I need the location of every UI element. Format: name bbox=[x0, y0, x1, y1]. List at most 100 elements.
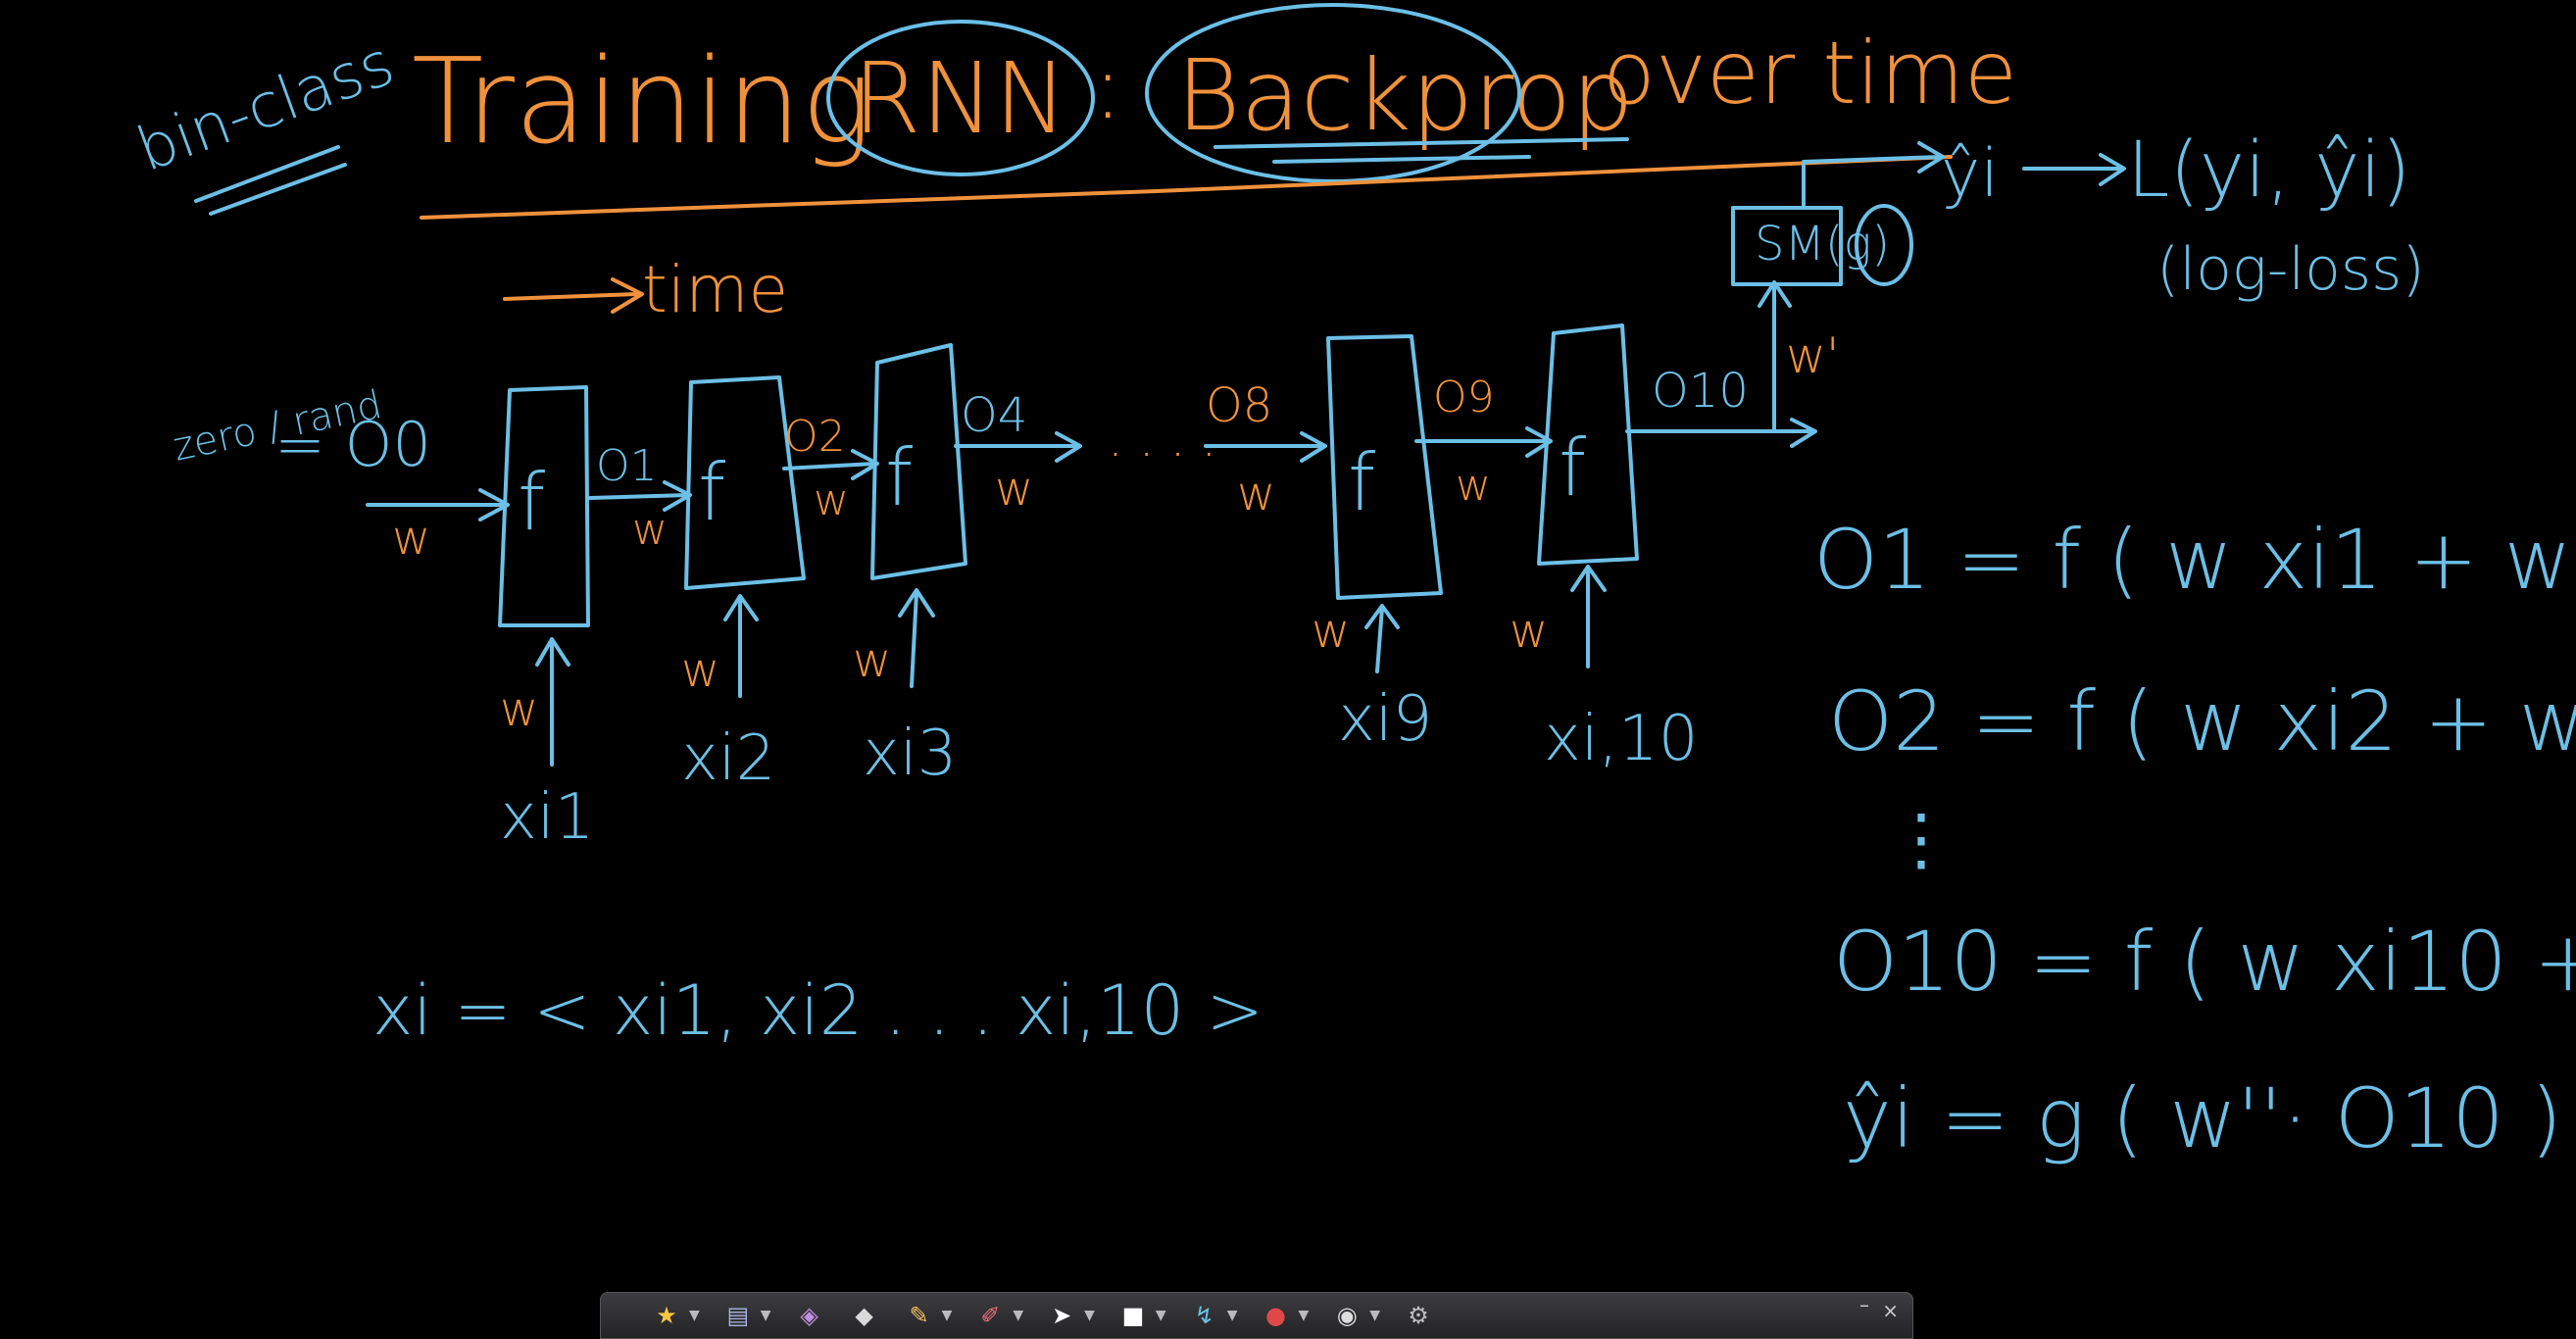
chevron-down-icon[interactable]: ▼ bbox=[760, 1308, 771, 1323]
minimize-icon[interactable]: – bbox=[1859, 1293, 1869, 1316]
rnn-cell-3: f bbox=[870, 343, 967, 580]
state-label-9: O9 bbox=[1433, 372, 1495, 422]
input-arrow-1 bbox=[535, 637, 570, 767]
close-icon[interactable]: × bbox=[1882, 1299, 1899, 1322]
input-label-2: xi2 bbox=[681, 722, 775, 795]
rnn-cell-1: f bbox=[498, 385, 590, 627]
softmax-to-yhat bbox=[1802, 141, 1945, 210]
backprop-circle bbox=[1145, 3, 1521, 183]
input-arrow-3 bbox=[898, 588, 935, 688]
rnn-cell-9: f bbox=[1326, 334, 1443, 600]
arrow-o2 bbox=[782, 449, 879, 480]
loss-function: L(yi, ŷi) bbox=[2127, 126, 2411, 215]
rnn-circle bbox=[826, 20, 1095, 176]
pointer-tool[interactable]: ➤▼ bbox=[1045, 1299, 1095, 1332]
equation-o2: O2 = f ( w xi2 + w' O1 ) bbox=[1828, 673, 2576, 769]
arrow-o0 bbox=[366, 488, 510, 521]
chevron-down-icon[interactable]: ▼ bbox=[941, 1308, 953, 1323]
annotation-toolbar: ★▼ ▤▼ ◈ ◆ ✎▼ ✐▼ ➤▼ ■▼ ↯▼ ●▼ ◉▼ ⚙ – × bbox=[600, 1292, 1913, 1339]
title-rnn: RNN bbox=[853, 41, 1067, 156]
equation-o1: O1 = f ( w xi1 + w' O0 bbox=[1813, 512, 2576, 608]
input-label-1: xi1 bbox=[500, 781, 594, 854]
input-label-9: xi9 bbox=[1338, 683, 1432, 756]
w-label-h8: w bbox=[1237, 467, 1275, 521]
arrow-o8 bbox=[1204, 431, 1327, 463]
cell-f-3: f bbox=[885, 432, 913, 523]
title-training: Training bbox=[412, 34, 871, 171]
w-label-h0: w bbox=[392, 511, 430, 566]
input-label-10: xi,10 bbox=[1544, 703, 1698, 775]
rnn-cell-10: f bbox=[1537, 323, 1639, 566]
w-label-h1: w bbox=[632, 505, 668, 555]
w-label-v10: w bbox=[1510, 604, 1548, 659]
lasso-tool[interactable]: ↯▼ bbox=[1188, 1299, 1238, 1332]
chevron-down-icon[interactable]: ▼ bbox=[1298, 1308, 1310, 1323]
record-icon: ● bbox=[1264, 1302, 1286, 1329]
o0-label: = O0 bbox=[274, 409, 431, 480]
pointer-icon: ➤ bbox=[1052, 1302, 1072, 1329]
cell-f-2: f bbox=[698, 447, 725, 538]
spotlight-tool[interactable]: ◉▼ bbox=[1330, 1299, 1380, 1332]
arrow-o4 bbox=[954, 431, 1082, 463]
time-arrow bbox=[503, 277, 644, 314]
w-label-v2: w bbox=[681, 643, 719, 698]
sequence-definition: xi = < xi1, xi2 . . . xi,10 > bbox=[372, 970, 1263, 1051]
time-label: time bbox=[642, 252, 788, 327]
chevron-down-icon[interactable]: ▼ bbox=[1226, 1308, 1238, 1323]
state-label-1: O1 bbox=[596, 441, 658, 491]
record-tool[interactable]: ●▼ bbox=[1259, 1299, 1309, 1332]
softmax-label: SM(g) bbox=[1755, 217, 1890, 272]
title-underline bbox=[420, 155, 1953, 220]
chevron-down-icon[interactable]: ▼ bbox=[1013, 1308, 1024, 1323]
star-tool[interactable]: ★▼ bbox=[650, 1299, 700, 1332]
w-label-v3: w bbox=[853, 633, 891, 688]
yhat-to-loss-arrow bbox=[2022, 153, 2126, 186]
layers-tool[interactable]: ▤▼ bbox=[721, 1299, 771, 1332]
chevron-down-icon[interactable]: ▼ bbox=[1369, 1308, 1381, 1323]
w-label-v9: w bbox=[1312, 604, 1350, 659]
equation-yhat: ŷi = g ( w''· O10 ) bbox=[1843, 1070, 2562, 1166]
highlighter-tool[interactable]: ✐▼ bbox=[973, 1299, 1023, 1332]
title-backprop: Backprop bbox=[1176, 38, 1634, 153]
w-prime-label: w' bbox=[1786, 327, 1840, 384]
softmax-box bbox=[1731, 206, 1843, 286]
chevron-down-icon[interactable]: ▼ bbox=[689, 1308, 700, 1323]
shape-tool[interactable]: ■▼ bbox=[1116, 1299, 1166, 1332]
loss-type: (log-loss) bbox=[2156, 235, 2425, 304]
w-label-h2: w bbox=[814, 475, 849, 525]
spotlight-icon: ◉ bbox=[1336, 1302, 1358, 1329]
eraser-icon: ◈ bbox=[800, 1302, 818, 1329]
settings-tool[interactable]: ⚙ bbox=[1402, 1299, 1435, 1332]
input-label-3: xi3 bbox=[863, 718, 957, 790]
y-hat: ŷi bbox=[1941, 135, 1999, 213]
w-label-v1: w bbox=[500, 682, 538, 737]
w-label-h9: w bbox=[1456, 461, 1491, 511]
side-note-underline bbox=[194, 145, 347, 216]
g-circle bbox=[1855, 204, 1913, 286]
cell-f-10: f bbox=[1559, 422, 1586, 514]
chevron-down-icon[interactable]: ▼ bbox=[1084, 1308, 1095, 1323]
state-label-10: O10 bbox=[1652, 364, 1749, 419]
state-label-8: O8 bbox=[1206, 378, 1272, 433]
eraser-tool[interactable]: ◈ bbox=[793, 1299, 826, 1332]
bucket-icon: ◆ bbox=[855, 1302, 873, 1329]
arrow-o1 bbox=[588, 480, 692, 512]
arrow-o9 bbox=[1414, 426, 1553, 458]
ellipsis: . . . . bbox=[1108, 411, 1216, 468]
chevron-down-icon[interactable]: ▼ bbox=[1155, 1308, 1166, 1323]
bucket-tool[interactable]: ◆ bbox=[848, 1299, 881, 1332]
backprop-underline bbox=[1214, 137, 1629, 164]
pencil-tool[interactable]: ✎▼ bbox=[903, 1299, 953, 1332]
title-colon: : bbox=[1093, 36, 1122, 139]
star-icon: ★ bbox=[656, 1302, 677, 1329]
cell-f-1: f bbox=[518, 457, 545, 548]
equation-dots: ⋮ bbox=[1887, 799, 1956, 879]
title-over-time: over time bbox=[1603, 23, 2017, 124]
state-label-2: O2 bbox=[784, 412, 846, 462]
w-label-h4: w bbox=[995, 462, 1033, 517]
layers-icon: ▤ bbox=[726, 1302, 750, 1329]
lasso-icon: ↯ bbox=[1194, 1302, 1214, 1329]
rnn-cell-2: f bbox=[684, 375, 806, 590]
shape-icon: ■ bbox=[1121, 1302, 1145, 1329]
